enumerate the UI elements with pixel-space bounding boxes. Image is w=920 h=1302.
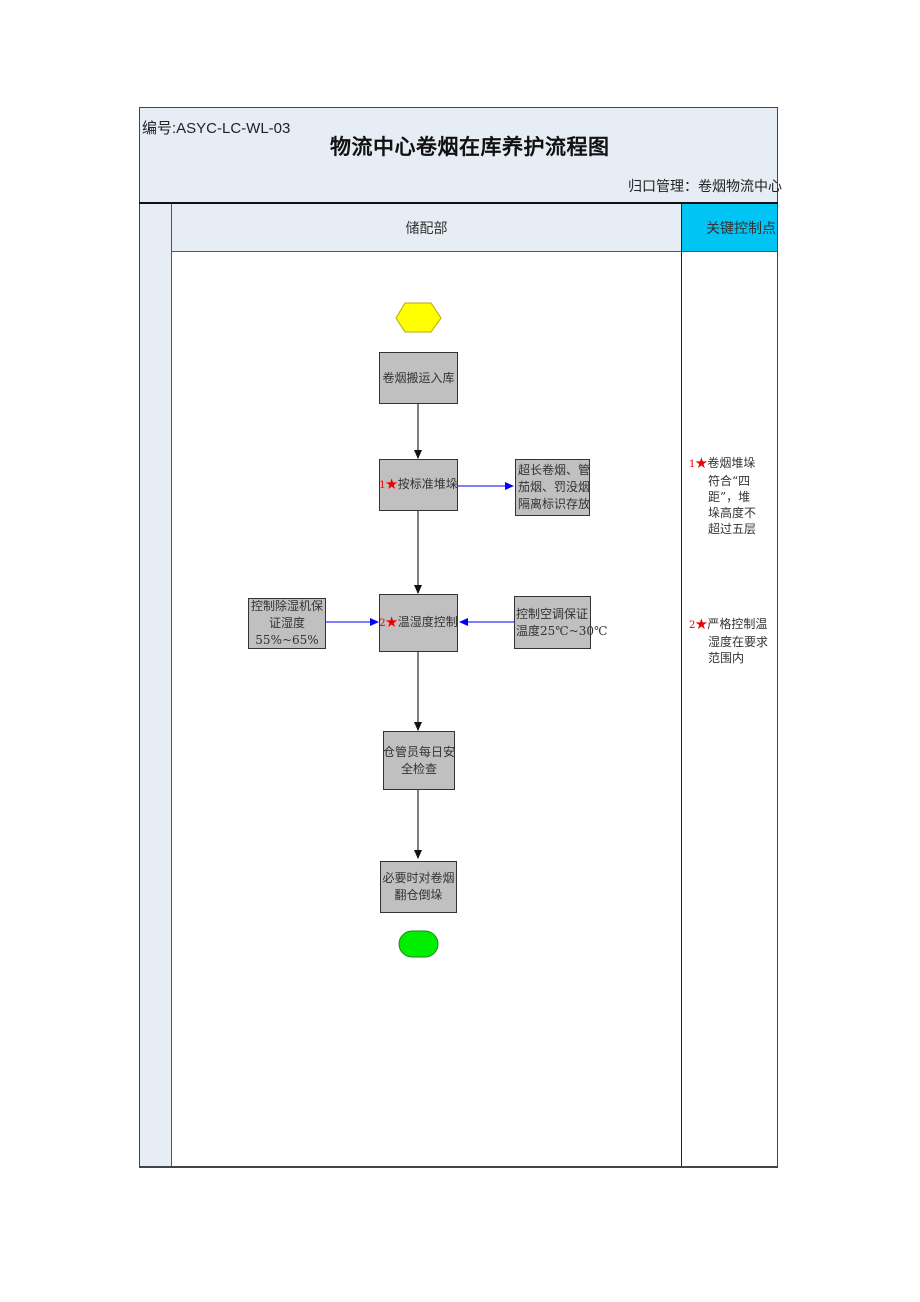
lane-header-key-control-points: 关键控制点 (682, 204, 777, 251)
star-icon: ★ (385, 615, 398, 629)
step-text: 卷烟搬运入库 (382, 370, 455, 385)
lane-header-divider (172, 251, 777, 252)
header-divider (139, 202, 778, 204)
side-step-isolate-special-cigarettes: 超长卷烟、管 茄烟、罚没烟 隔离标识存放 (515, 459, 590, 516)
step-text: 温湿度控制 (397, 615, 458, 629)
kcp-text: 严格控制温 (707, 617, 768, 631)
control-point-number: 1 (689, 459, 696, 470)
step-text: 按标准堆垛 (397, 477, 458, 491)
step-text: 控制空调保证 (516, 606, 589, 621)
bottom-border (139, 1166, 778, 1168)
step-daily-safety-check: 仓管员每日安 全检查 (383, 731, 455, 790)
step-text: 超长卷烟、管 (518, 463, 591, 477)
kcp-text: 卷烟堆垛 (707, 456, 756, 470)
end-terminator (398, 930, 439, 958)
kcp-first-line: 1★卷烟堆垛 (689, 456, 755, 470)
step-text: 隔离标识存放 (518, 497, 591, 511)
step-text: 必要时对卷烟 (382, 871, 455, 885)
step-text-row: 2★温湿度控制 (379, 614, 457, 632)
step-unload-into-warehouse: 卷烟搬运入库 (379, 352, 458, 404)
key-control-point-1: 1★卷烟堆垛 符合“四 距”，堆 垛高度不 超过五层 (689, 455, 756, 537)
kcp-text: 距”，堆 (708, 490, 751, 504)
document-number: 编号:ASYC-LC-WL-03 (142, 120, 291, 137)
kcp-first-line: 2★严格控制温 (689, 617, 767, 631)
kcp-text: 超过五层 (708, 522, 757, 536)
step-text: 翻仓倒垛 (394, 888, 443, 902)
step-text: 全检查 (400, 761, 437, 776)
control-point-number: 2 (689, 620, 696, 631)
kcp-text: 垛高度不 (708, 506, 757, 520)
kcp-divider (681, 204, 682, 1167)
side-step-air-conditioner-control: 控制空调保证 温度25℃~30℃ (514, 596, 607, 649)
step-stack-by-standard: 1★按标准堆垛 (379, 459, 458, 511)
kcp-text: 湿度在要求 (708, 635, 769, 649)
control-point-number: 1 (379, 480, 386, 491)
step-temperature-humidity-control: 2★温湿度控制 (379, 594, 458, 652)
kcp-text: 符合“四 (708, 474, 751, 488)
left-strip (140, 204, 171, 1167)
side-step-dehumidifier-control: 控制除湿机保 证湿度 55%~65% (248, 598, 326, 649)
owner-label: 归口管理：卷烟物流中心 (628, 179, 782, 195)
star-icon: ★ (695, 456, 708, 470)
kcp-text: 范围内 (708, 651, 745, 665)
step-text: 仓管员每日安 (383, 744, 456, 759)
key-control-point-2: 2★严格控制温 湿度在要求 范围内 (689, 616, 768, 666)
lane-header-department: 储配部 (172, 204, 681, 251)
control-point-number: 2 (379, 618, 386, 629)
step-text: 55%~65% (255, 633, 319, 647)
start-hexagon (395, 302, 442, 333)
step-text-row: 1★按标准堆垛 (379, 476, 457, 494)
step-text: 控制除湿机保 (250, 599, 323, 613)
star-icon: ★ (695, 617, 708, 631)
step-text: 温度25℃~30℃ (516, 623, 608, 638)
star-icon: ★ (385, 477, 398, 491)
step-text: 证湿度 (268, 616, 305, 630)
step-restack-when-needed: 必要时对卷烟 翻仓倒垛 (380, 861, 457, 913)
left-divider (171, 204, 172, 1167)
step-text: 茄烟、罚没烟 (518, 480, 591, 494)
page-title: 物流中心卷烟在库养护流程图 (330, 134, 610, 159)
header-band (140, 108, 777, 202)
